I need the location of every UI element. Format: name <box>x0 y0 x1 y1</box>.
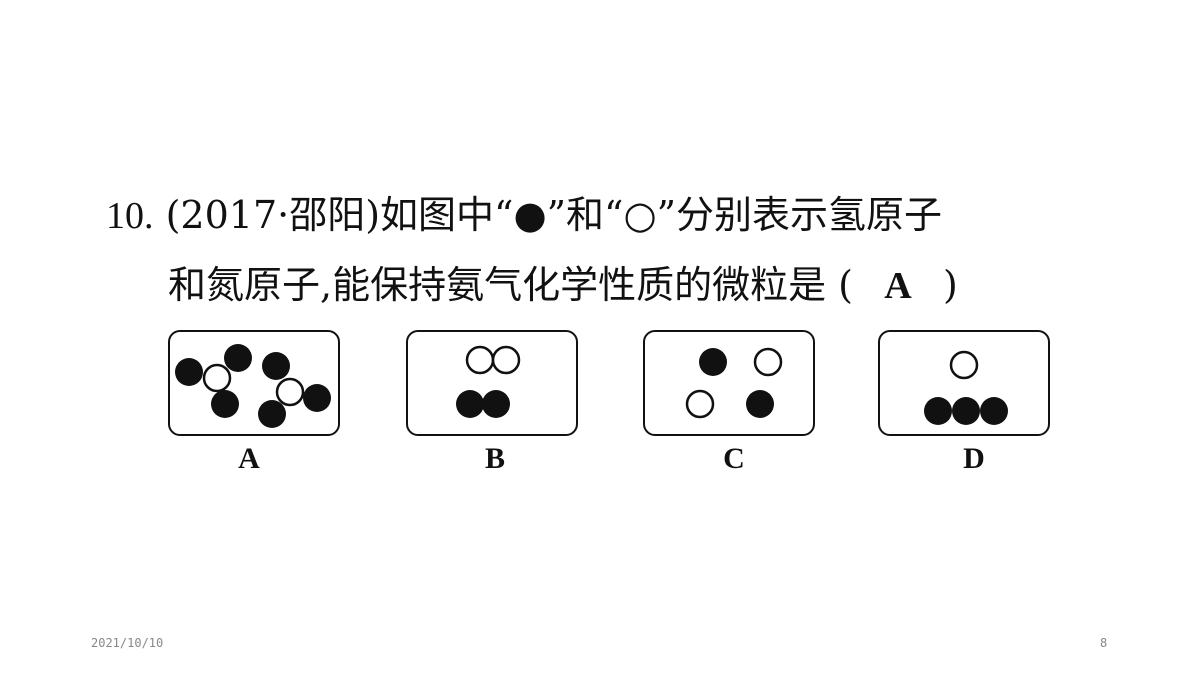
black-atom <box>746 390 774 418</box>
option-c-box <box>643 330 815 436</box>
option-b-molecules <box>456 345 521 418</box>
option-a-molecules <box>175 344 331 428</box>
option-b-box <box>406 330 578 436</box>
white-atom <box>753 347 783 377</box>
option-d-box <box>878 330 1050 436</box>
black-atom <box>175 358 203 386</box>
black-atom <box>456 390 484 418</box>
white-atom <box>275 377 305 407</box>
black-atom <box>224 344 252 372</box>
answer-text: A <box>884 265 912 307</box>
white-atom <box>685 389 715 419</box>
black-atom <box>303 384 331 412</box>
option-b-label: B <box>484 442 505 475</box>
question-source: (2017·邵阳) <box>165 193 381 237</box>
black-atom <box>952 397 980 425</box>
option-a-label: A <box>238 442 260 475</box>
question-stem-part2: 和氮原子,能保持氨气化学性质的微粒是 ( <box>168 263 853 307</box>
question-line-1: 10. (2017·邵阳)如图中“●”和“○”分别表示氢原子 <box>106 193 942 238</box>
black-atom <box>980 397 1008 425</box>
black-atom <box>258 400 286 428</box>
page-number: 8 <box>1100 636 1108 650</box>
black-atom <box>924 397 952 425</box>
option-d-label: D <box>963 442 985 475</box>
black-atom <box>482 390 510 418</box>
options-figure: A B C D <box>166 326 1056 476</box>
option-c-molecules <box>685 347 783 419</box>
option-a-box <box>168 330 340 436</box>
white-atom <box>491 345 521 375</box>
close-paren: ) <box>943 263 958 307</box>
white-atom <box>202 363 232 393</box>
question-stem-part1: 如图中“●”和“○”分别表示氢原子 <box>380 193 943 237</box>
question-line-2: 和氮原子,能保持氨气化学性质的微粒是 ( A) <box>168 263 958 308</box>
black-atom <box>262 352 290 380</box>
footer-date: 2021/10/10 <box>91 636 164 650</box>
black-atom <box>699 348 727 376</box>
white-atom <box>465 345 495 375</box>
white-atom <box>949 350 979 380</box>
option-d-molecules <box>924 350 1008 425</box>
black-atom <box>211 390 239 418</box>
question-number: 10. <box>106 195 154 237</box>
option-c-label: C <box>723 442 745 475</box>
